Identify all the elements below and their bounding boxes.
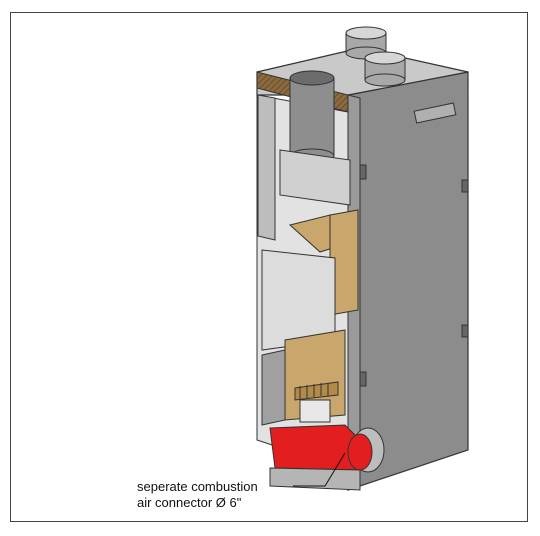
- front-door-frame: [261, 349, 286, 426]
- air-connector-callout: seperate combustion air connector Ø 6": [137, 479, 258, 511]
- upper-baffle: [279, 149, 351, 206]
- hinge-front-lower: [359, 371, 367, 387]
- hinge-front-upper: [359, 164, 367, 180]
- hinge-upper: [461, 179, 469, 193]
- callout-line-1: seperate combustion: [137, 479, 258, 494]
- callout-leader: [293, 452, 346, 487]
- hinge-lower: [461, 324, 469, 338]
- lift-handle: [413, 102, 457, 124]
- air-connector: [347, 427, 385, 473]
- flue-collar-rear: [345, 26, 387, 60]
- ash-pan: [299, 399, 331, 423]
- flue-collar-front: [364, 51, 406, 87]
- side-panel: [347, 71, 469, 491]
- base-plate: [269, 467, 361, 491]
- callout-line-2: air connector Ø 6": [137, 495, 242, 510]
- flue-pipe: [289, 70, 335, 164]
- combustion-air-chamber: [269, 424, 361, 471]
- fire-grate: [294, 381, 339, 401]
- left-door-panel: [257, 94, 276, 241]
